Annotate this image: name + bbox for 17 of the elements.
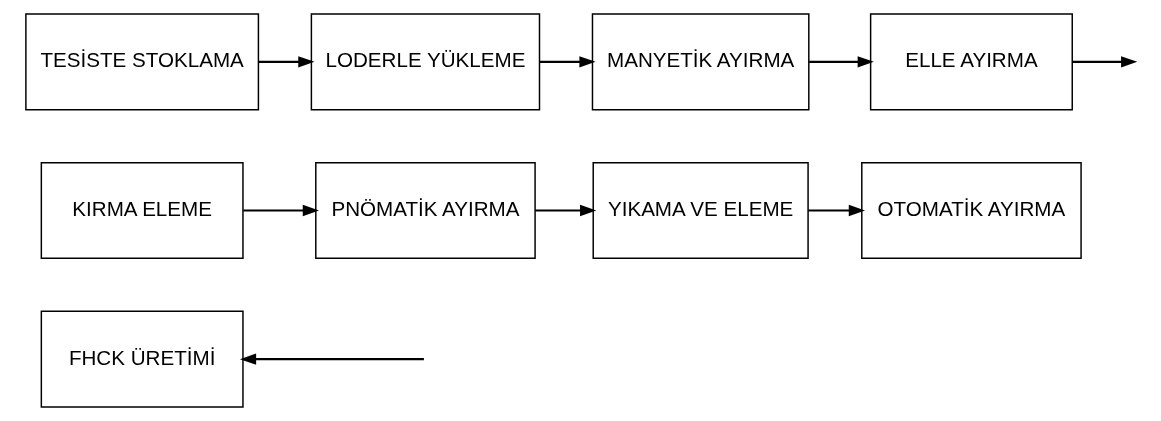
arrow (258, 56, 315, 68)
node-box: YIKAMA VE ELEME (592, 161, 809, 260)
node-box: OTOMATİK AYIRMA (861, 161, 1082, 260)
node-box: MANYETİK AYIRMA (591, 13, 810, 111)
node-box: PNÖMATİK AYIRMA (315, 161, 536, 260)
node-box: FHCK ÜRETİMİ (40, 310, 244, 408)
arrow (535, 204, 597, 217)
arrow (239, 353, 424, 365)
arrow (808, 204, 865, 217)
node-box: LODERLE YÜKLEME (310, 13, 541, 111)
arrow (539, 56, 596, 68)
arrow (809, 56, 874, 68)
node-box: KIRMA ELEME (40, 161, 244, 260)
node-box: TESİSTE STOKLAMA (25, 13, 260, 111)
arrow (1072, 56, 1138, 68)
node-box: ELLE AYIRMA (869, 13, 1073, 111)
arrow (243, 204, 319, 217)
